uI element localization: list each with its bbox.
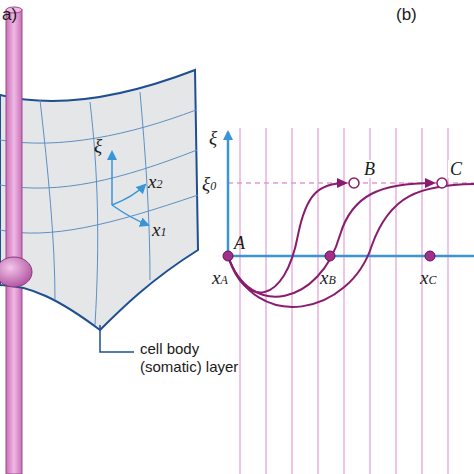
axis-tick-label: xB xyxy=(320,268,336,287)
axis-symbol: x1 xyxy=(152,220,166,239)
axis-tick-label: xA xyxy=(212,268,228,287)
point-label: C xyxy=(448,160,464,178)
axis-tick-label: xC xyxy=(420,268,436,287)
axis-symbol: ξ xyxy=(209,128,217,147)
point-label: B xyxy=(362,160,377,178)
axis-symbol: ξ0 xyxy=(200,174,218,193)
point-label: A xyxy=(234,234,245,252)
callout-text: cell body (somatic) layer xyxy=(140,340,260,376)
panel-letter: (b) xyxy=(396,6,417,23)
panel-letter: a) xyxy=(2,6,17,23)
axis-symbol: ξ xyxy=(94,136,102,155)
axis-symbol: x2 xyxy=(148,172,162,191)
